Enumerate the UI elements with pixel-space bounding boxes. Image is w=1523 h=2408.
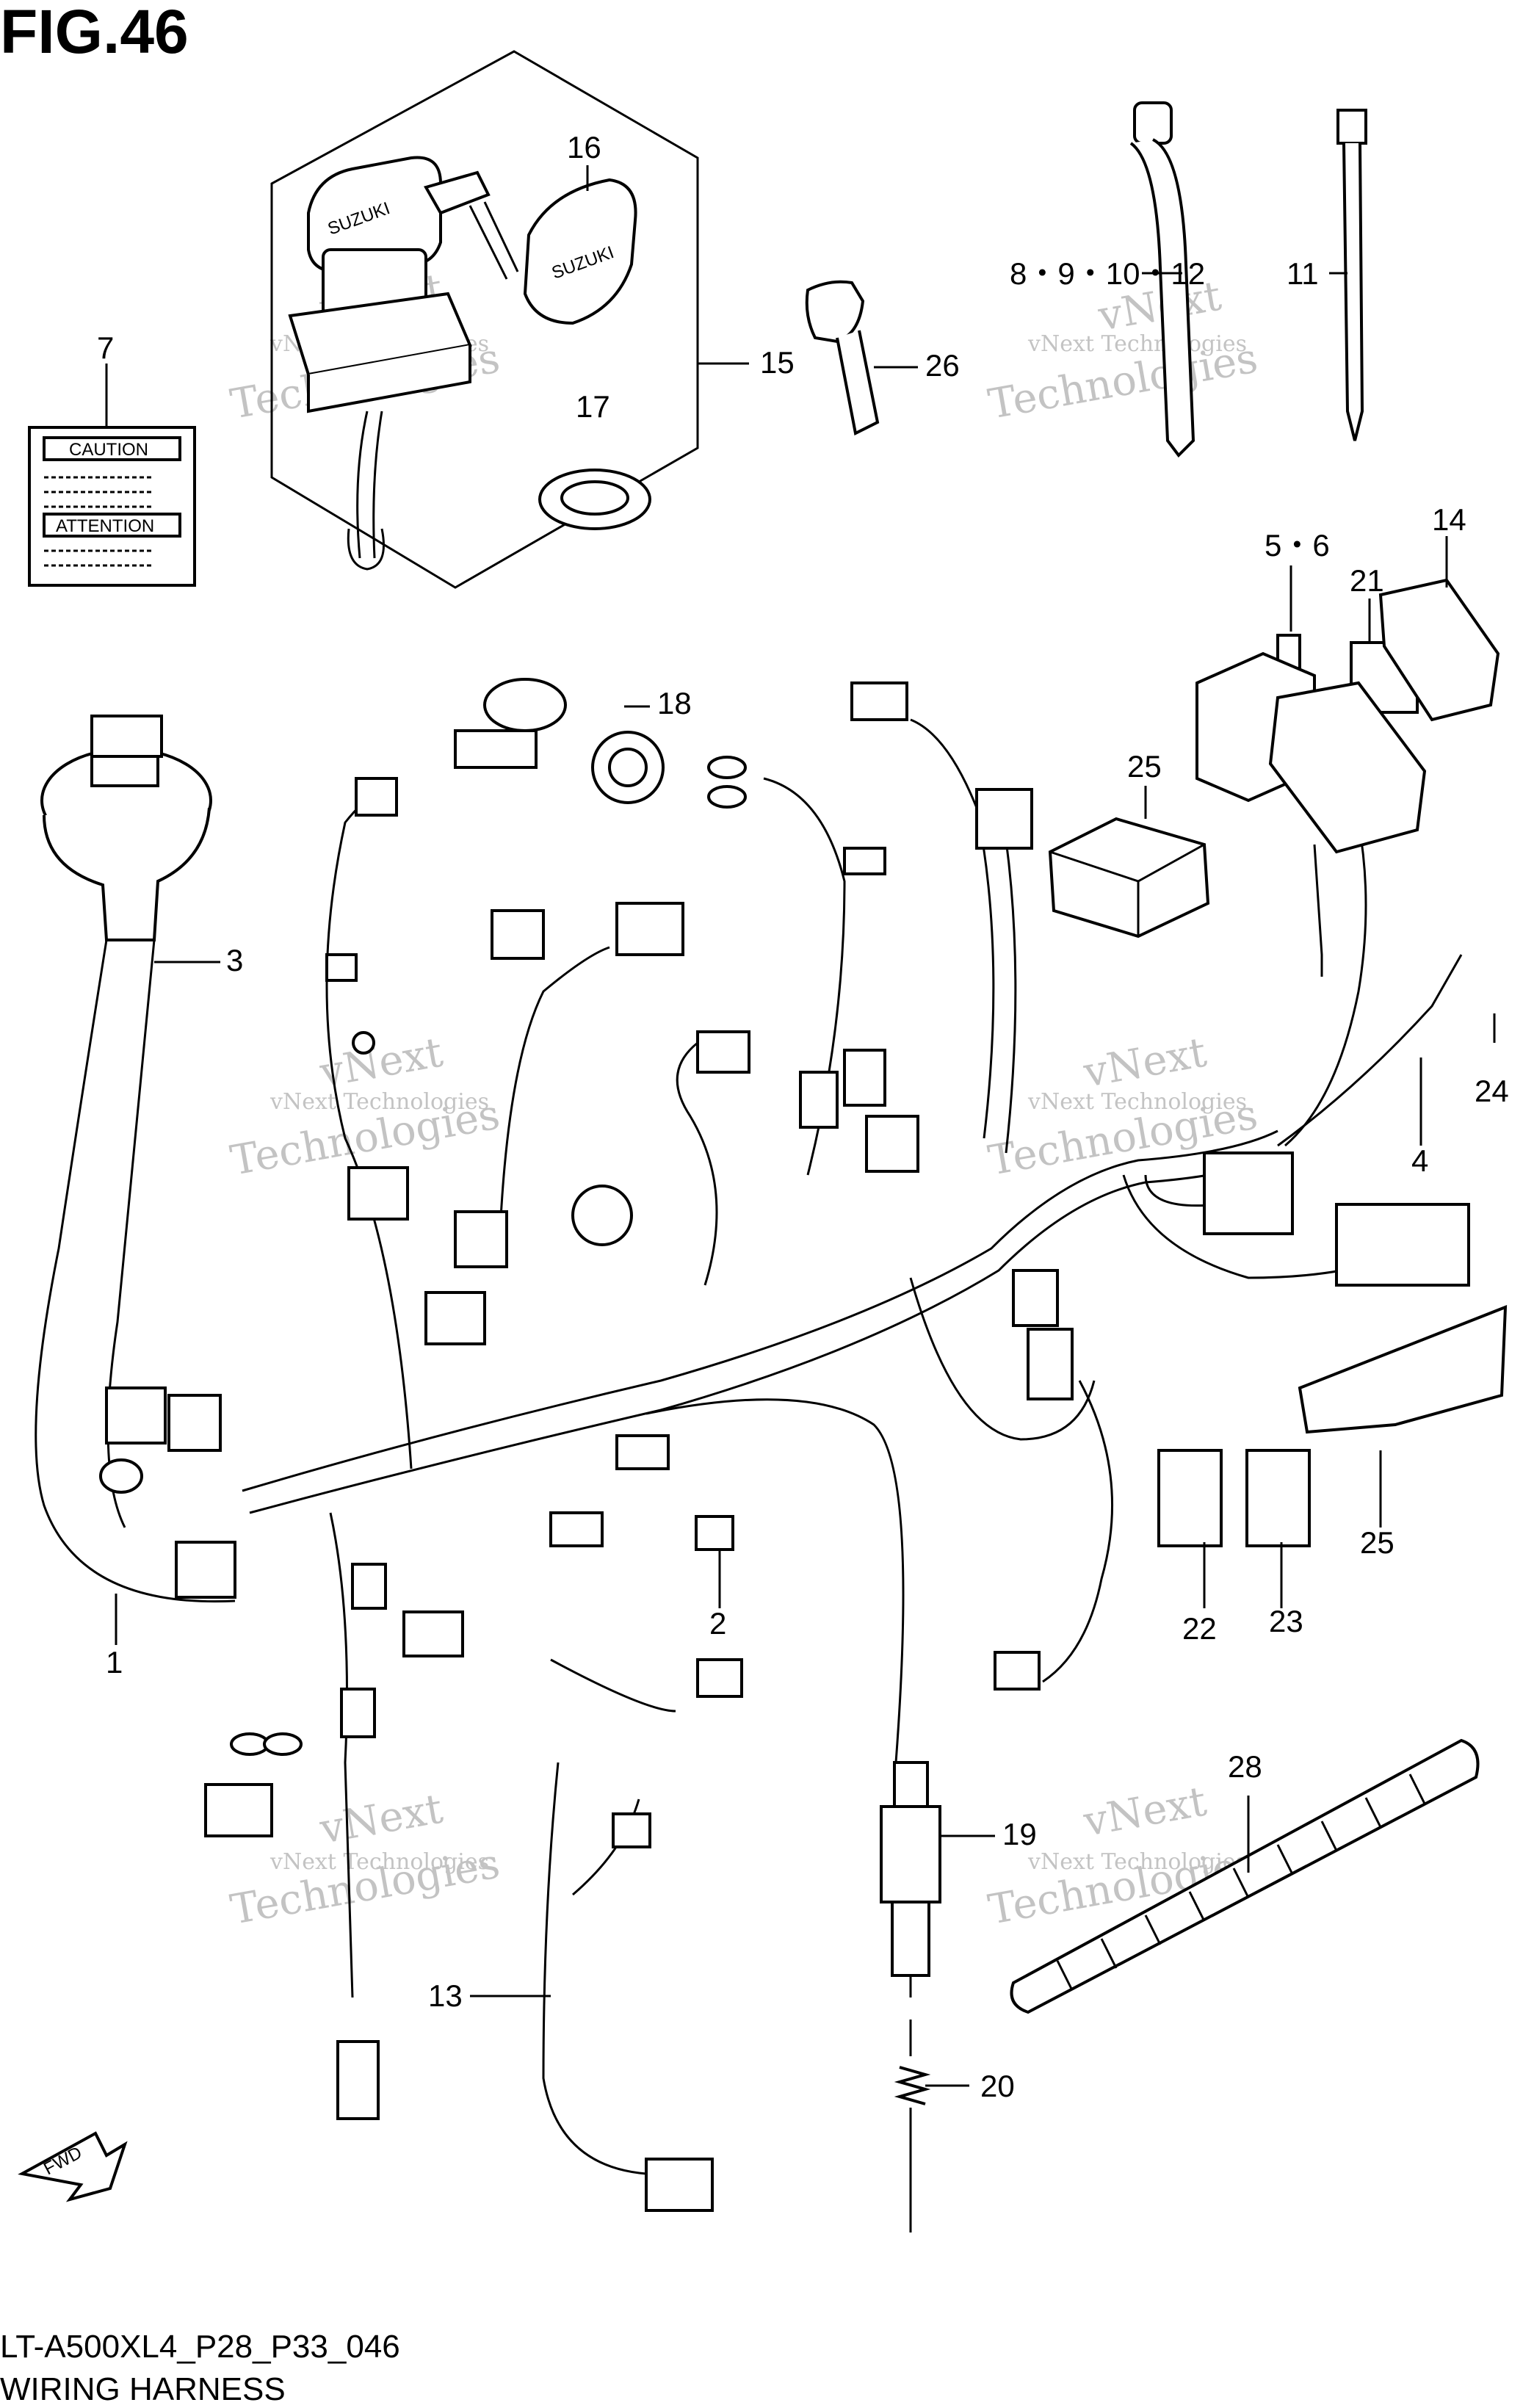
caution-label-part: CAUTION ATTENTION (28, 426, 196, 587)
ignition-switch-assembly: SUZUKI SUZUKI (270, 50, 699, 589)
fuse-box-part (1195, 651, 1427, 977)
relay-part (1048, 817, 1210, 939)
callout-22: 22 (1182, 1611, 1217, 1646)
watermark-6: vNext Technologies (1027, 1849, 1247, 1875)
callout-7: 7 (97, 330, 114, 365)
callout-17: 16 (567, 130, 601, 164)
callout-20: 20 (980, 2069, 1015, 2103)
callout-2: 2 (709, 1606, 726, 1641)
caution-text: CAUTION (69, 440, 148, 460)
callout-4: 4 (1411, 1143, 1428, 1178)
callout-15: 18 (657, 686, 692, 720)
callout-26: 25 (1127, 749, 1162, 784)
attention-text: ATTENTION (56, 516, 154, 536)
harness-connectors (90, 681, 1470, 2212)
part-2-connector (695, 1515, 734, 1551)
accessory-socket-part (454, 678, 665, 804)
callout-3: 3 (226, 943, 243, 977)
cable-clamp-part (1129, 101, 1195, 458)
watermark-3: vNext Technologies (269, 1089, 489, 1115)
switch-cap-icon (523, 178, 637, 325)
callout-5-6: 5・6 (1265, 528, 1330, 563)
callout-24: 24 (1475, 1074, 1509, 1108)
oxygen-sensor-part (880, 1761, 941, 1997)
callout-11: 11 (1287, 256, 1319, 291)
spare-key-part (805, 280, 880, 435)
assembly-boundary (270, 50, 699, 589)
harness-trunk (242, 718, 1463, 2175)
watermark-4: vNext Technologies (1027, 1089, 1247, 1115)
callout-25: 25 (1360, 1525, 1394, 1560)
callout-labels: 7 16 15 17 26 8・9・10・12 11 14 5・6 21 18 … (97, 130, 1509, 2103)
callout-27: 26 (925, 348, 960, 383)
connector-icon (90, 715, 163, 758)
callout-1: 1 (106, 1645, 123, 1680)
corrugated-tube-part (1010, 1738, 1480, 2014)
watermark-6b: vNext (1079, 1778, 1210, 1846)
callout-28: 28 (1228, 1749, 1262, 1784)
diagram-code: LT-A500XL4_P28_P33_046 (0, 2329, 400, 2365)
callout-18: 17 (576, 389, 610, 424)
diagram-name: WIRING HARNESS (0, 2371, 286, 2407)
watermark-5: vNext Technologies (269, 1849, 489, 1875)
leader-lines (105, 165, 1496, 2087)
callout-19: 19 (1002, 1817, 1037, 1851)
main-harness-part (35, 733, 236, 1603)
callout-23: 23 (1269, 1604, 1303, 1638)
callout-8-9-10-12: 8・9・10・12 (1010, 256, 1205, 291)
callout-13: 13 (428, 1978, 463, 2013)
watermark-4b: vNext (1079, 1029, 1210, 1097)
watermark-5b: vNext (316, 1785, 446, 1854)
cable-tie-part (1336, 109, 1367, 441)
callout-16: 15 (760, 345, 795, 380)
spring-part (894, 2020, 931, 2232)
figure-title: FIG.46 (0, 0, 189, 66)
fwd-arrow: FWD (18, 2131, 128, 2202)
connector-blocks (1157, 1305, 1508, 1547)
key-icon (423, 170, 491, 215)
callout-21: 21 (1350, 563, 1384, 598)
watermark-group: vNext Technologies vNext Technologies vN… (227, 265, 1261, 1934)
watermark-2: vNext Technologies (1027, 331, 1247, 357)
callout-14: 14 (1432, 502, 1466, 537)
